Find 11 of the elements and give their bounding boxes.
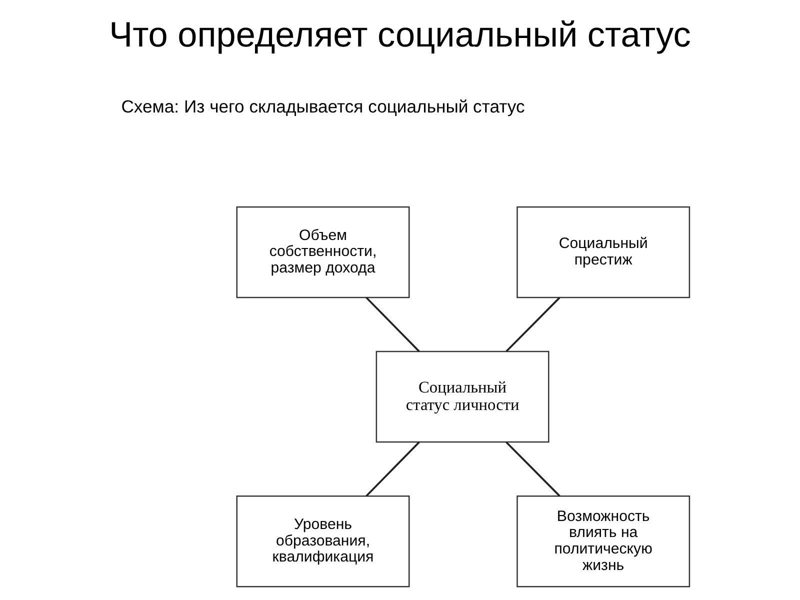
connector xyxy=(506,442,560,497)
label: Схема: Из чего складывается социальный статус xyxy=(121,96,525,116)
node-box: Возможность влиять на политическую жизнь xyxy=(516,495,690,588)
node-box: Объем собственности, размер дохода xyxy=(236,206,410,298)
connector xyxy=(506,296,560,352)
connector xyxy=(366,296,420,352)
connector xyxy=(366,442,420,497)
diagram-title: Что определяет социальный статус xyxy=(109,16,691,55)
node-box: Социальный статус личности xyxy=(376,350,550,443)
node-box: Уровень образования, квалификация xyxy=(236,495,410,588)
node-box: Социальный престиж xyxy=(516,206,690,298)
